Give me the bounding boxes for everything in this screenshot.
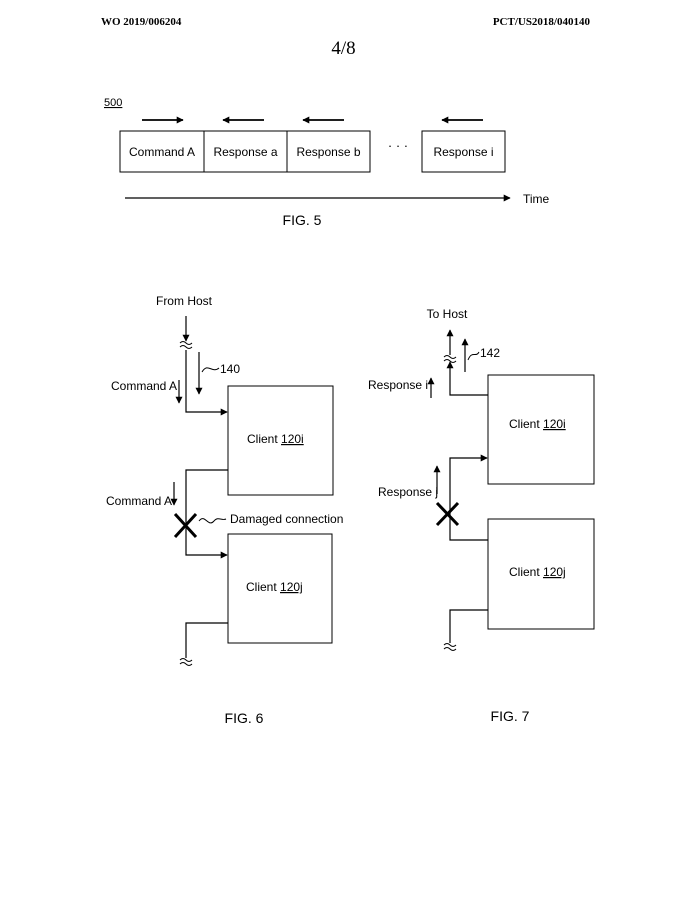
fig5-cell-label-2: Response b bbox=[296, 145, 360, 159]
fig7-client-120j-ref: 120j bbox=[543, 565, 566, 579]
fig7-break-mark-bottom bbox=[443, 643, 457, 651]
fig6-damaged-label: Damaged connection bbox=[230, 512, 343, 526]
fig7-response-j-label: Response j bbox=[378, 485, 438, 499]
publication-number: WO 2019/006204 bbox=[101, 16, 182, 28]
fig6-client-120i-label: Client 120i bbox=[247, 432, 304, 446]
fig6-client-120j-text: Client bbox=[246, 580, 280, 594]
fig6-command-a-bottom: Command A bbox=[106, 494, 172, 508]
fig7-client-120i-box bbox=[487, 374, 595, 485]
fig5-cell-response-i bbox=[421, 130, 506, 173]
fig6-client-120j-box bbox=[227, 533, 333, 644]
fig6-client-120i-text: Client bbox=[247, 432, 281, 446]
fig6-damaged-x-icon bbox=[173, 512, 198, 539]
fig5-diagram: 500 Command A Response a Response b Resp… bbox=[104, 97, 550, 228]
fig6-bus-out bbox=[185, 622, 228, 658]
fig6-break-mark-bottom bbox=[179, 658, 193, 666]
fig6-damaged-leader bbox=[198, 518, 227, 524]
fig5-cell-response-b bbox=[286, 130, 371, 173]
fig7-client-120i-text: Client bbox=[509, 417, 543, 431]
fig5-cell-label-3: Response i bbox=[433, 145, 493, 159]
fig7-damaged-x-icon bbox=[435, 501, 460, 527]
fig6-diagram: From Host 140 Command A Client 120i Comm… bbox=[106, 294, 343, 726]
fig7-client-120j-text: Client bbox=[509, 565, 543, 579]
fig5-ellipsis: · · · bbox=[388, 138, 408, 153]
fig6-command-a-top: Command A bbox=[111, 379, 177, 393]
fig7-leader-142 bbox=[467, 351, 480, 361]
fig5-ref-500: 500 bbox=[104, 97, 122, 109]
fig7-client-120j-label: Client 120j bbox=[509, 565, 566, 579]
fig6-caption: FIG. 6 bbox=[225, 710, 264, 726]
fig6-bus-to-client-i bbox=[185, 350, 228, 416]
fig6-bus-to-client-j bbox=[185, 469, 228, 559]
page-indicator: 4/8 bbox=[331, 38, 356, 59]
fig6-from-host: From Host bbox=[156, 294, 213, 308]
fig6-break-mark-top bbox=[179, 341, 193, 349]
fig7-client-120j-box bbox=[487, 518, 595, 630]
fig7-bus-out bbox=[449, 609, 488, 643]
fig5-time-label: Time bbox=[523, 192, 550, 206]
fig7-caption: FIG. 7 bbox=[491, 708, 530, 724]
fig6-client-120i-ref: 120i bbox=[281, 432, 304, 446]
fig7-response-i-label: Response i bbox=[368, 378, 428, 392]
fig7-bus-to-client-i bbox=[449, 454, 488, 541]
application-number: PCT/US2018/040140 bbox=[492, 16, 590, 28]
fig7-to-host: To Host bbox=[427, 307, 468, 321]
fig6-client-120j-ref: 120j bbox=[280, 580, 303, 594]
fig7-diagram: To Host 142 Response i Client 120i Respo… bbox=[368, 307, 595, 724]
fig7-ref-142: 142 bbox=[480, 346, 500, 360]
fig6-client-120i-box bbox=[227, 385, 334, 496]
fig5-cell-label-0: Command A bbox=[129, 145, 195, 159]
fig7-client-i-output bbox=[446, 361, 488, 396]
fig7-client-120i-ref: 120i bbox=[543, 417, 566, 431]
fig5-caption: FIG. 5 bbox=[283, 212, 322, 228]
fig7-break-mark-top bbox=[443, 355, 457, 363]
fig6-ref-140: 140 bbox=[220, 362, 240, 376]
fig7-client-120i-label: Client 120i bbox=[509, 417, 566, 431]
fig6-client-120j-label: Client 120j bbox=[246, 580, 303, 594]
fig6-leader-140 bbox=[201, 367, 220, 373]
fig5-cell-label-1: Response a bbox=[213, 145, 277, 159]
